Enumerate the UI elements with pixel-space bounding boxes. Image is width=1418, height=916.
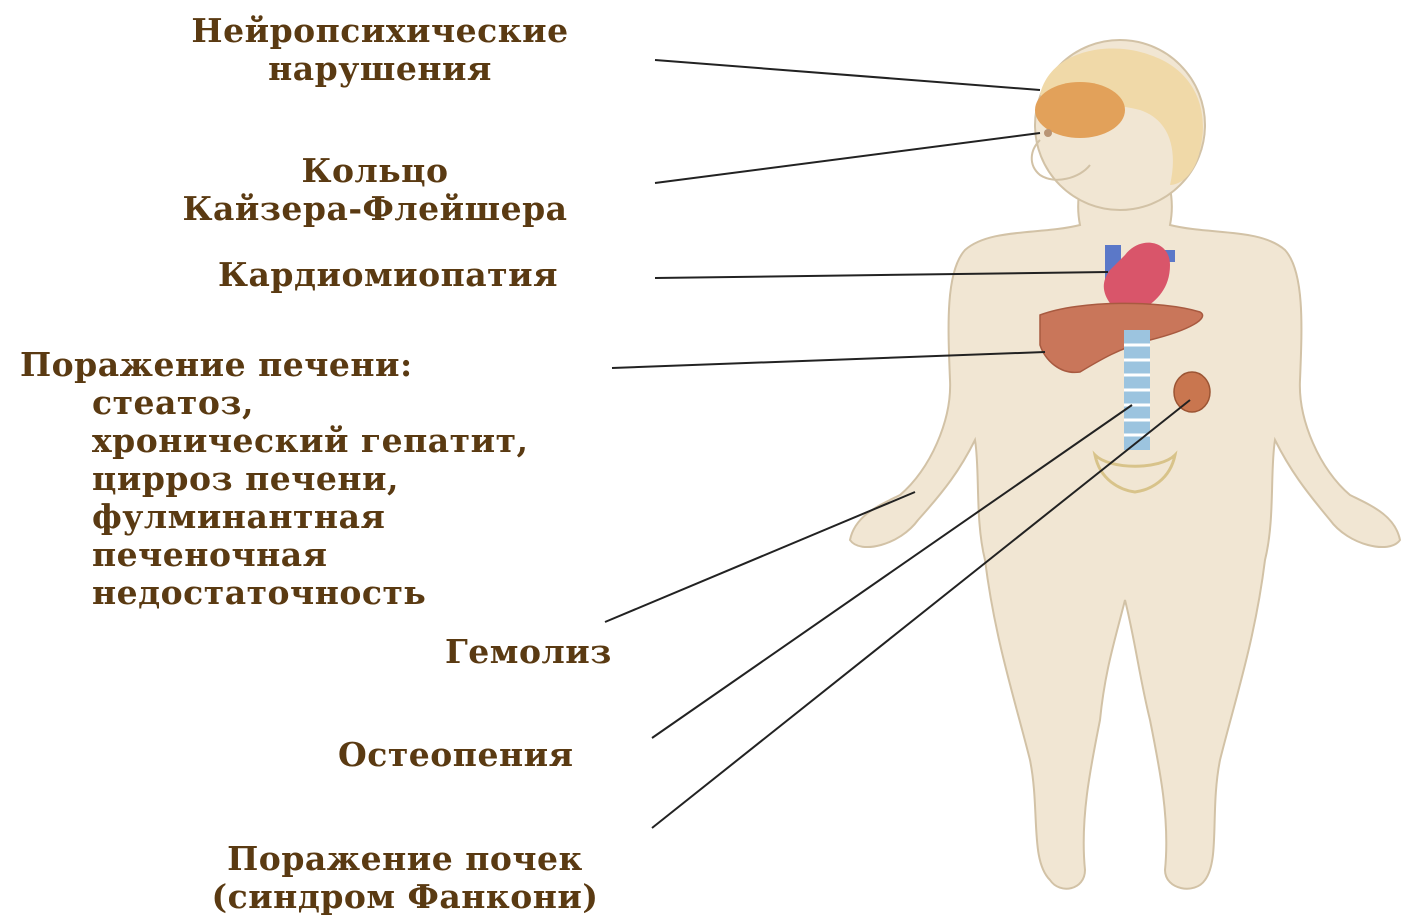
label-liver-item: стеатоз, (92, 384, 529, 422)
label-neuro-line-1: Нейропсихические (150, 12, 610, 50)
label-kayser: Кольцо Кайзера-Флейшера (130, 152, 620, 228)
label-osteopenia: Остеопения (338, 736, 573, 774)
kidney-icon (1174, 372, 1210, 412)
label-hemolysis: Гемолиз (445, 633, 612, 671)
label-cardio-line-1: Кардиомиопатия (218, 256, 558, 294)
label-kayser-line-2: Кайзера-Флейшера (130, 190, 620, 228)
label-kidney: Поражение почек (синдром Фанкони) (160, 840, 650, 916)
label-hemolysis-line-1: Гемолиз (445, 633, 612, 671)
label-kidney-line-1: Поражение почек (160, 840, 650, 878)
label-liver-item: фулминантная (92, 498, 529, 536)
leader-hemolysis (605, 492, 915, 622)
label-cardio: Кардиомиопатия (218, 256, 558, 294)
leader-kayser (655, 133, 1040, 183)
label-liver-item: цирроз печени, (92, 460, 529, 498)
label-kidney-line-2: (синдром Фанкони) (160, 878, 650, 916)
label-liver-item: хронический гепатит, (92, 422, 529, 460)
label-liver-title: Поражение печени: (20, 346, 529, 384)
label-osteopenia-line-1: Остеопения (338, 736, 573, 774)
spine-icon (1124, 330, 1150, 450)
leader-neuro (655, 60, 1040, 90)
eye-icon (1044, 129, 1052, 137)
label-neuro-line-2: нарушения (150, 50, 610, 88)
label-kayser-line-1: Кольцо (130, 152, 620, 190)
label-liver: Поражение печени: стеатоз, хронический г… (20, 346, 529, 612)
label-liver-item: недостаточность (92, 574, 529, 612)
label-neuro: Нейропсихические нарушения (150, 12, 610, 88)
head (1032, 40, 1205, 210)
label-liver-item: печеночная (92, 536, 529, 574)
